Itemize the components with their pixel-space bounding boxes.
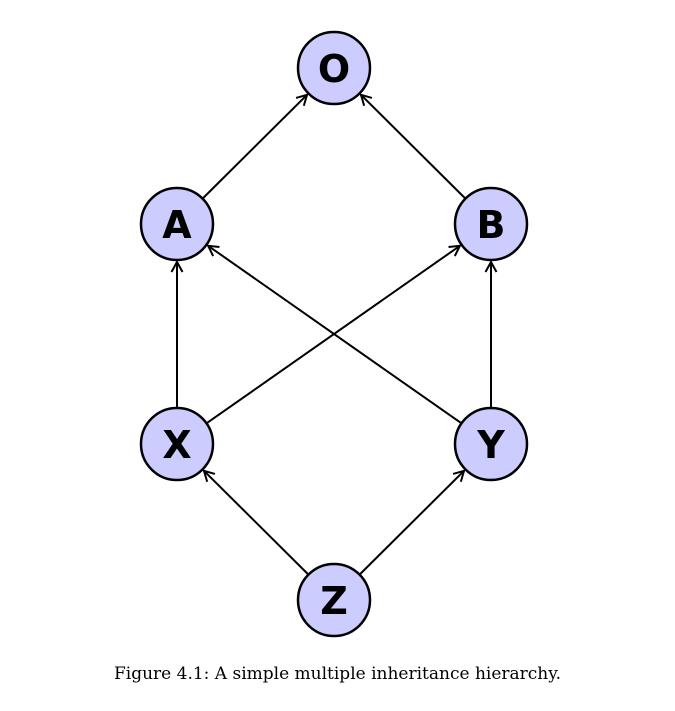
edge-line (207, 244, 463, 425)
edges-layer (170, 93, 498, 576)
node-label: X (162, 423, 191, 467)
arrowhead-icon (448, 244, 462, 257)
node-z: Z (296, 562, 372, 638)
figure-caption: Figure 4.1: A simple multiple inheritanc… (113, 664, 562, 684)
edge-y-to-b (484, 259, 498, 408)
edge-z-to-y (358, 469, 466, 576)
edge-line (203, 470, 310, 576)
arrowhead-icon (452, 469, 466, 483)
node-x: X (139, 406, 215, 482)
arrowhead-icon (484, 259, 498, 273)
edge-a-to-o (201, 93, 309, 200)
arrowhead-icon (295, 93, 309, 107)
edge-line (358, 470, 465, 576)
node-label: Z (320, 579, 348, 623)
arrowhead-icon (359, 93, 373, 107)
edge-line (360, 94, 467, 200)
node-circle (139, 186, 215, 262)
edge-b-to-o (359, 93, 467, 200)
node-label: O (318, 47, 350, 91)
node-o: O (296, 30, 372, 106)
node-y: Y (453, 406, 529, 482)
edge-y-to-a (206, 244, 463, 425)
edge-line (201, 94, 308, 200)
node-circle (296, 30, 372, 106)
node-b: B (453, 186, 529, 262)
node-label: A (162, 203, 192, 247)
edge-z-to-x (202, 469, 310, 576)
node-circle (296, 562, 372, 638)
node-circle (453, 406, 529, 482)
inheritance-diagram: O A B X Y Z (139, 30, 529, 638)
nodes-layer: O A B X Y Z (139, 30, 529, 638)
node-a: A (139, 186, 215, 262)
arrowhead-icon (170, 259, 184, 273)
node-label: Y (476, 423, 505, 467)
edge-x-to-a (170, 259, 184, 408)
node-circle (453, 186, 529, 262)
node-circle (139, 406, 215, 482)
arrowhead-icon (206, 244, 220, 257)
arrowhead-icon (202, 469, 216, 483)
node-label: B (477, 203, 506, 247)
